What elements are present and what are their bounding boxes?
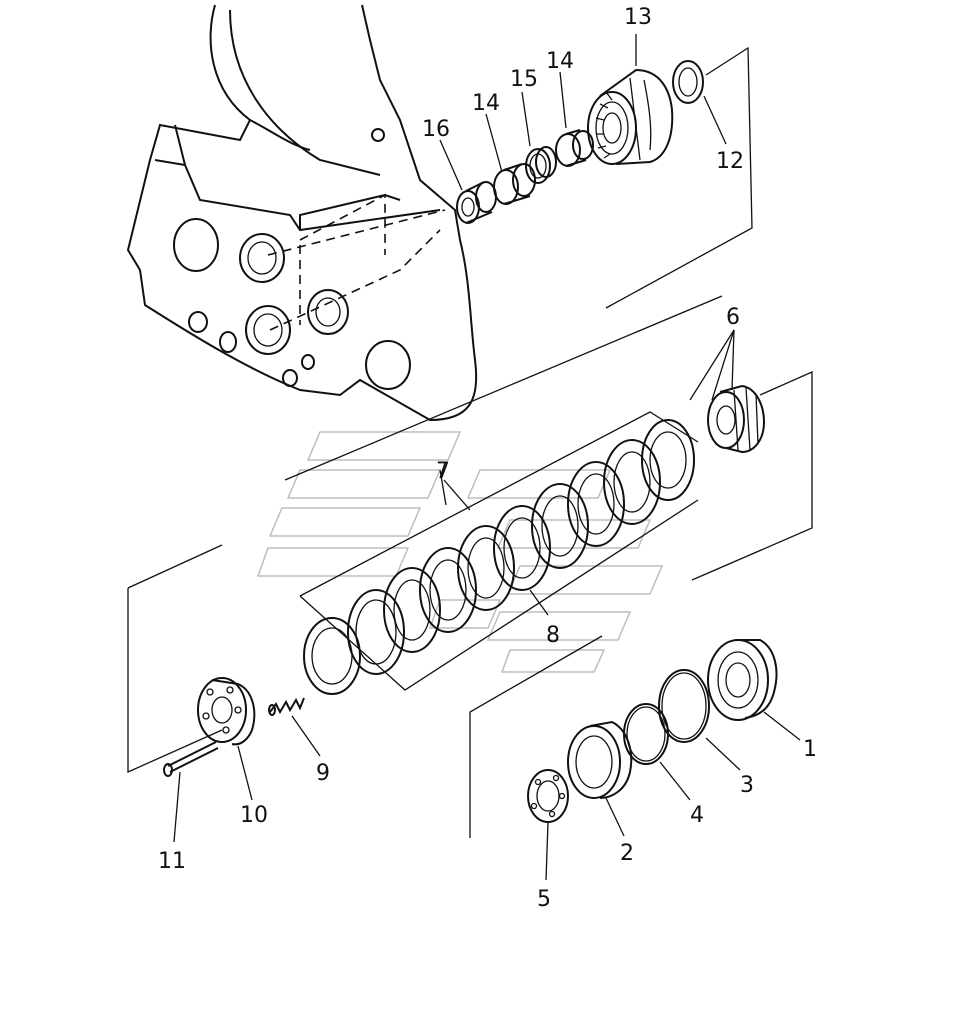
callout-2: 2	[620, 841, 634, 866]
bracket-top	[605, 46, 753, 309]
callout-13: 13	[624, 5, 652, 30]
callout-6: 6	[726, 305, 740, 330]
bearing-1	[707, 639, 778, 721]
clutch-discs-8	[303, 419, 695, 695]
callout-5: 5	[537, 887, 551, 912]
callout-8: 8	[546, 623, 560, 648]
gear-13	[587, 68, 674, 165]
clutch-pack-bracket	[127, 295, 813, 774]
callout-3: 3	[740, 773, 754, 798]
callout-14-right: 14	[546, 49, 574, 74]
spacer-14-left	[493, 163, 536, 205]
callout-11: 11	[158, 849, 186, 874]
callout-7: 7	[436, 459, 450, 484]
ring-12	[672, 60, 704, 104]
bracket-bottom	[469, 635, 603, 838]
leader-lines	[173, 34, 801, 881]
piston-2	[567, 720, 633, 799]
o-ring-3	[658, 669, 710, 743]
callout-10: 10	[240, 803, 268, 828]
callout-16: 16	[422, 117, 450, 142]
snap-ring-5	[527, 769, 569, 823]
spring-9	[268, 697, 305, 716]
retainer-plate-10	[197, 677, 256, 746]
watermark-logo	[256, 431, 664, 673]
callout-9: 9	[316, 761, 330, 786]
callout-4: 4	[690, 803, 704, 828]
callout-12: 12	[716, 149, 744, 174]
callout-14-left: 14	[472, 91, 500, 116]
ring-15	[525, 146, 557, 184]
bearing-16	[456, 181, 497, 224]
spacer-14-right	[555, 129, 594, 167]
callout-15: 15	[510, 67, 538, 92]
callout-labels: 1 2 3 4 5 6 7 8 9 10 11 12 13 14 15 14 1…	[158, 5, 817, 912]
callout-1: 1	[803, 737, 817, 762]
spline-hub-6	[707, 384, 766, 454]
bolt-11	[163, 741, 219, 777]
transmission-housing	[126, 4, 478, 422]
